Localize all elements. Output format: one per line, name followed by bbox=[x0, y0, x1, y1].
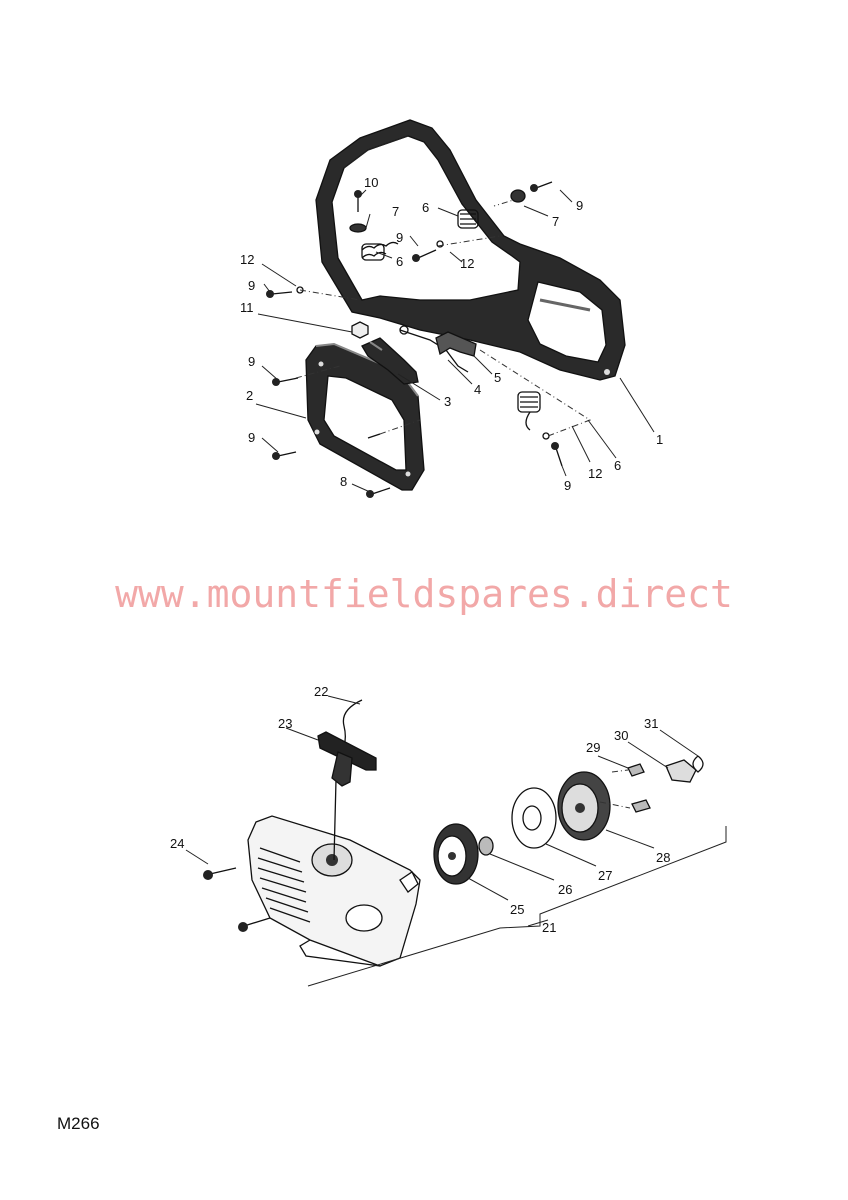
callout-11: 11 bbox=[240, 300, 254, 315]
cover-block-part-5 bbox=[435, 331, 477, 357]
callout-28: 28 bbox=[656, 850, 670, 865]
screw-icon bbox=[367, 433, 381, 439]
pulley-part-25 bbox=[433, 823, 479, 885]
callout-22: 22 bbox=[314, 684, 328, 699]
watermark-url: www.mountfieldspares.direct bbox=[115, 572, 733, 616]
callout-9e: 9 bbox=[576, 198, 583, 213]
bush-part-26 bbox=[478, 836, 494, 856]
page-code: M266 bbox=[57, 1114, 100, 1133]
bottom-callouts: 21 22 23 24 25 26 27 28 29 30 31 bbox=[170, 684, 670, 935]
callout-7a: 7 bbox=[392, 204, 399, 219]
spring-icon bbox=[457, 209, 479, 229]
callout-6b: 6 bbox=[396, 254, 403, 269]
spring-clip-part-31 bbox=[692, 755, 704, 773]
callout-12a: 12 bbox=[240, 252, 254, 267]
screw-icon bbox=[203, 867, 237, 880]
linkage-ring bbox=[399, 325, 409, 335]
callout-12b: 12 bbox=[460, 256, 474, 271]
pawl-part-29b bbox=[631, 799, 651, 813]
callout-8: 8 bbox=[340, 474, 347, 489]
screw-icon bbox=[238, 917, 271, 932]
guard-frame-part-1 bbox=[315, 119, 626, 381]
nut-icon bbox=[351, 321, 369, 339]
starter-handle-part-23 bbox=[317, 731, 377, 787]
callout-9b: 9 bbox=[248, 354, 255, 369]
screw-icon bbox=[366, 487, 391, 498]
screw-icon bbox=[551, 442, 563, 467]
callout-31: 31 bbox=[644, 716, 658, 731]
callout-9f: 9 bbox=[564, 478, 571, 493]
brake-lever-part-3 bbox=[361, 337, 419, 385]
starter-assembly bbox=[185, 695, 727, 987]
callout-3: 3 bbox=[444, 394, 451, 409]
callout-9c: 9 bbox=[248, 430, 255, 445]
screw-icon bbox=[272, 451, 297, 460]
retainer-part-30 bbox=[665, 759, 697, 783]
spring-icon bbox=[517, 391, 541, 431]
hand-guard-assembly bbox=[255, 119, 655, 498]
screw-icon bbox=[530, 181, 553, 192]
screw-icon bbox=[412, 249, 437, 262]
callout-9d: 9 bbox=[396, 230, 403, 245]
callout-7b: 7 bbox=[552, 214, 559, 229]
callout-2: 2 bbox=[246, 388, 253, 403]
washer-icon bbox=[349, 223, 367, 233]
callout-10: 10 bbox=[364, 175, 378, 190]
callout-26: 26 bbox=[558, 882, 572, 897]
drum-part-28 bbox=[557, 771, 611, 841]
callout-29: 29 bbox=[586, 740, 600, 755]
callout-25: 25 bbox=[510, 902, 524, 917]
screw-icon bbox=[272, 377, 299, 386]
callout-21: 21 bbox=[542, 920, 556, 935]
top-callouts: 1 2 3 4 5 6 6 6 7 7 8 9 9 9 9 9 9 10 11 … bbox=[240, 175, 663, 493]
washer-disc-part-27 bbox=[511, 787, 557, 849]
callout-12c: 12 bbox=[588, 466, 602, 481]
callout-1: 1 bbox=[656, 432, 663, 447]
callout-24: 24 bbox=[170, 836, 184, 851]
callout-9a: 9 bbox=[248, 278, 255, 293]
callout-30: 30 bbox=[614, 728, 628, 743]
spring-icon bbox=[361, 241, 399, 261]
pawl-part-29 bbox=[627, 763, 645, 777]
callout-4: 4 bbox=[474, 382, 481, 397]
callout-23: 23 bbox=[278, 716, 292, 731]
callout-27: 27 bbox=[598, 868, 612, 883]
washer-icon bbox=[542, 432, 550, 440]
callout-5: 5 bbox=[494, 370, 501, 385]
screw-icon bbox=[266, 290, 293, 298]
washer-icon bbox=[436, 240, 444, 248]
washer-icon bbox=[510, 189, 526, 203]
callout-6c: 6 bbox=[614, 458, 621, 473]
callout-6a: 6 bbox=[422, 200, 429, 215]
